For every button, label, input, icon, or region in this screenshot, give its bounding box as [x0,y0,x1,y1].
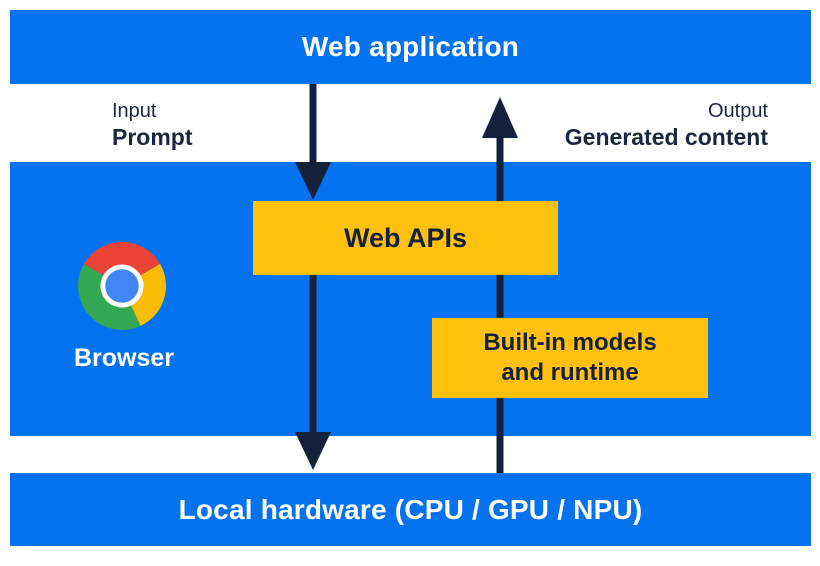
input-annotation: Input Prompt [112,99,193,151]
builtin-models-label-line2: and runtime [501,359,639,386]
web-apis-label: Web APIs [343,222,468,253]
builtin-models-box: Built-in models and runtime [432,318,708,398]
down-arrow-icon [295,84,331,470]
web-application-bar: Web application [10,10,811,84]
output-value-generated-content: Generated content [564,124,768,150]
web-application-label: Web application [301,31,520,62]
builtin-models-label-line1: Built-in models [483,329,657,356]
input-label: Input [112,100,157,122]
web-apis-box: Web APIs [253,201,558,275]
chrome-icon [78,242,166,330]
up-arrow-icon [482,97,518,473]
local-hardware-bar: Local hardware (CPU / GPU / NPU) [10,473,811,546]
output-annotation: Output Generated content [565,99,768,151]
output-label: Output [707,100,768,122]
local-hardware-label: Local hardware (CPU / GPU / NPU) [178,493,643,525]
input-value-prompt: Prompt [112,124,193,150]
browser-label: Browser [73,344,175,372]
